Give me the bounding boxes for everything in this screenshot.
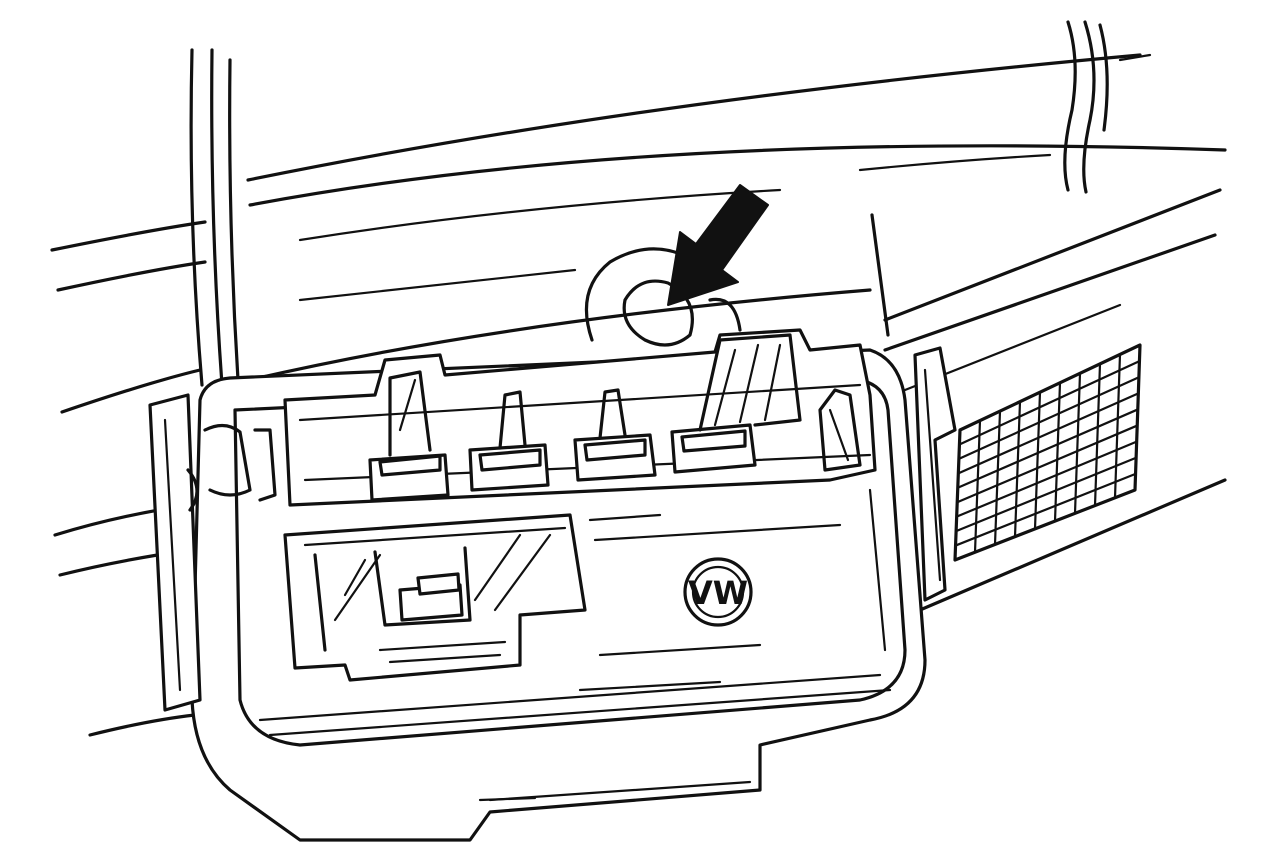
vw-logo: VW	[683, 557, 753, 627]
lid-details	[578, 488, 887, 692]
dashboard-panel-lines	[50, 53, 1227, 737]
relay-1	[368, 370, 450, 502]
pointer-arrow	[667, 184, 769, 306]
wire-left	[189, 48, 240, 387]
relay-2	[468, 390, 550, 492]
wire-right	[1063, 20, 1152, 194]
relay-5	[818, 388, 862, 472]
grille-vertical-line	[973, 419, 982, 554]
grille-vertical-line	[1033, 391, 1042, 530]
grille-horizontal-line	[956, 408, 1139, 489]
grille-horizontal-line	[954, 472, 1137, 547]
grille-horizontal-line	[958, 360, 1141, 446]
grille-vertical-line	[1073, 372, 1082, 515]
relay-4-large	[670, 333, 802, 474]
grille-vertical-line	[1013, 400, 1022, 538]
relay-row-top	[203, 328, 877, 507]
grille-horizontal-line	[957, 376, 1140, 460]
grille-horizontal-line	[956, 424, 1139, 504]
grille-vertical-line	[1093, 362, 1102, 507]
grille-horizontal-line	[955, 440, 1138, 518]
vw-logo-text: VW	[688, 574, 748, 612]
grille-vertical-line	[993, 410, 1002, 546]
grille-horizontal-line	[957, 392, 1140, 475]
round-socket	[584, 247, 742, 347]
relay-3	[573, 388, 657, 482]
left-clip	[148, 393, 202, 712]
grille-vertical-line	[1053, 381, 1062, 523]
grille-horizontal-line	[955, 456, 1138, 533]
right-clip	[913, 346, 957, 602]
vent-grille	[953, 343, 1142, 562]
relay-large-lower	[283, 513, 587, 682]
grille-vertical-line	[1113, 353, 1122, 499]
